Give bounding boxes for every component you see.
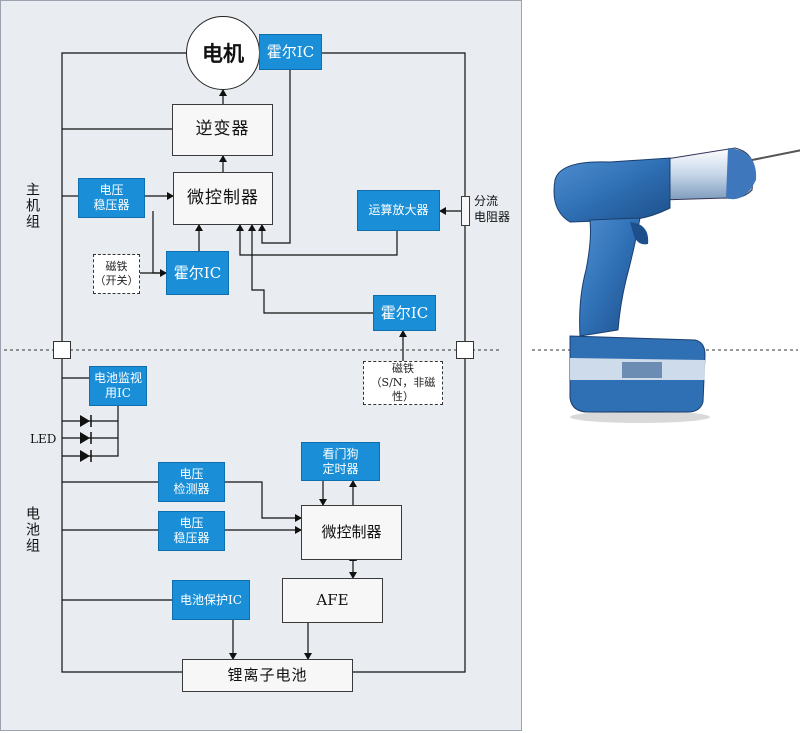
motor: 电机	[186, 16, 260, 90]
magnet-pack: 磁铁 （S/N，非磁性）	[363, 361, 443, 405]
mcu-main: 微控制器	[173, 172, 273, 225]
hall-ic-motor: 霍尔IC	[259, 34, 322, 70]
shunt-resistor-label: 分流 电阻器	[474, 194, 511, 224]
led-label: LED	[30, 432, 57, 446]
connector-left	[53, 341, 71, 359]
shunt-resistor-box	[461, 196, 470, 226]
led-diodes	[80, 415, 92, 462]
magnet-switch: 磁铁 （开关）	[93, 254, 140, 294]
voltage-regulator-batt: 电压 稳压器	[158, 511, 225, 551]
voltage-regulator-main: 电压 稳压器	[78, 178, 145, 218]
afe: AFE	[282, 578, 383, 623]
hall-ic-pack: 霍尔IC	[373, 295, 436, 331]
op-amp: 运算放大器	[357, 190, 440, 231]
battery-protection-ic: 电池保护IC	[172, 580, 250, 620]
section-main-label: 主机组	[24, 182, 40, 230]
drill-illustration	[553, 147, 800, 423]
li-ion-battery: 锂离子电池	[182, 659, 353, 692]
mcu-batt: 微控制器	[301, 505, 402, 560]
watchdog-timer: 看门狗 定时器	[301, 442, 380, 481]
inverter: 逆变器	[172, 104, 273, 156]
connector-right	[456, 341, 474, 359]
hall-ic-switch: 霍尔IC	[166, 251, 229, 295]
voltage-detector: 电压 检测器	[158, 462, 225, 502]
section-battery-label: 电池组	[24, 506, 40, 554]
battery-monitor-ic: 电池监视 用IC	[89, 366, 147, 406]
